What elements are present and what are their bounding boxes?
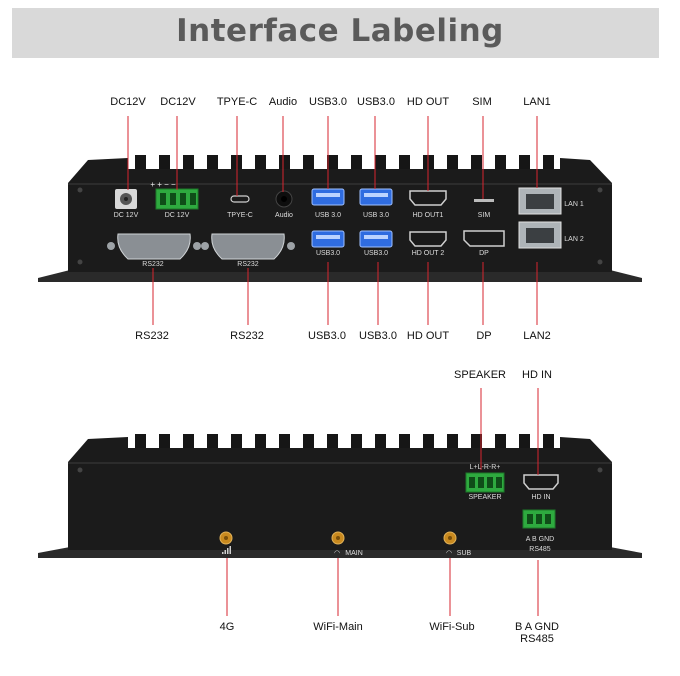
callout-4g: 4G — [219, 621, 235, 633]
panel-label-usb-d: USB3.0 — [363, 250, 389, 257]
callout-lan1: LAN1 — [523, 96, 551, 108]
panel-label-main: MAIN — [345, 550, 363, 557]
callout-sim: SIM — [472, 96, 492, 108]
panel-label-dc-jack: DC 12V — [113, 212, 139, 219]
panel-label-dc-terminal: DC 12V — [164, 212, 190, 219]
panel-label-sub: SUB — [456, 550, 472, 557]
callout-rs232-a: RS232 — [135, 330, 169, 342]
panel-label-speaker-pins: L+L-R-R+ — [469, 464, 501, 471]
callout-dc12v-terminal: DC12V — [160, 96, 196, 108]
panel-label-usb-c: USB3.0 — [315, 250, 341, 257]
callout-lan2: LAN2 — [523, 330, 551, 342]
panel-label-typec: TPYE-C — [227, 212, 253, 219]
wifi-main-icon: ◠ — [334, 550, 341, 557]
callout-rs485: RS485 — [520, 633, 554, 645]
callout-hd-out-1: HD OUT — [406, 96, 450, 108]
callout-audio: Audio — [268, 96, 298, 108]
panel-label-dc-pins: + + − − — [150, 180, 176, 189]
panel-label-usb-b: USB 3.0 — [362, 212, 390, 219]
page-title: Interface Labeling — [176, 13, 504, 49]
panel-label-rs485: RS485 — [529, 546, 551, 553]
panel-label-hd-out1: HD OUT1 — [412, 212, 444, 219]
callout-typec: TPYE-C — [216, 96, 258, 108]
wifi-sub-icon: ◠ — [446, 550, 453, 557]
panel-label-lan2: LAN 2 — [564, 236, 584, 243]
panel-label-hd-out2: HD OUT 2 — [411, 250, 445, 257]
callout-rs485-pins: B A GND — [514, 621, 560, 633]
callout-usb-2: USB3.0 — [357, 96, 395, 108]
panel-label-usb-a: USB 3.0 — [314, 212, 342, 219]
callout-hd-out-2: HD OUT — [406, 330, 450, 342]
panel-label-rs232-b: RS232 — [237, 261, 259, 268]
callout-wifi-sub: WiFi-Sub — [429, 621, 475, 633]
panel-label-lan1: LAN 1 — [564, 201, 584, 208]
callout-usb-4: USB3.0 — [359, 330, 397, 342]
callout-wifi-main: WiFi-Main — [313, 621, 363, 633]
panel-label-rs232-a: RS232 — [142, 261, 164, 268]
callout-rs232-b: RS232 — [230, 330, 264, 342]
panel-label-rs485-pins: A B GND — [525, 536, 555, 543]
callout-usb-3: USB3.0 — [308, 330, 346, 342]
panel-label-hd-in: HD IN — [531, 494, 551, 501]
title-banner — [12, 8, 659, 58]
callout-hd-in: HD IN — [522, 369, 552, 381]
panel-label-audio: Audio — [275, 212, 293, 219]
callout-dp: DP — [476, 330, 492, 342]
panel-label-speaker: SPEAKER — [468, 494, 502, 501]
panel-label-dp: DP — [479, 250, 489, 257]
callout-usb-1: USB3.0 — [309, 96, 347, 108]
panel-label-sim: SIM — [477, 212, 491, 219]
callout-dc12v-jack: DC12V — [110, 96, 146, 108]
callout-speaker: SPEAKER — [454, 369, 506, 381]
